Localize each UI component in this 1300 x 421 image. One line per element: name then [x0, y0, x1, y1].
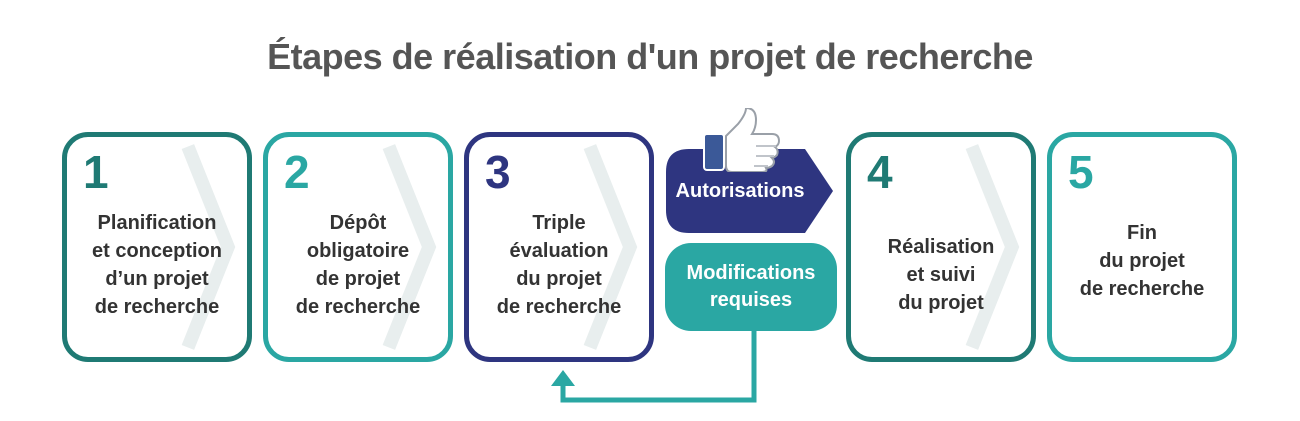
step-label: Planification et conception d’un projet … [91, 212, 222, 318]
step-label: Triple évaluation du projet de recherche [496, 212, 622, 318]
step-label: Fin du projet de recherche [1079, 222, 1205, 300]
step-4-card: 4 Réalisation et suivi du projet [846, 132, 1036, 362]
step-number: 4 [867, 146, 893, 198]
chevron-decoration-icon [181, 144, 236, 350]
step-3-card: 3 Triple évaluation du projet de recherc… [464, 132, 654, 362]
step-number: 2 [284, 146, 310, 198]
chevron-decoration-icon [583, 144, 638, 350]
step-number: 5 [1068, 146, 1094, 198]
step-number: 1 [83, 146, 109, 198]
step-2-card: 2 Dépôt obligatoire de projet de recherc… [263, 132, 453, 362]
chevron-decoration-icon [382, 144, 437, 350]
modifications-required-box: Modifications requises [665, 243, 837, 331]
step-5-card: 5 Fin du projet de recherche [1047, 132, 1237, 362]
step-label: Réalisation et suivi du projet [887, 236, 995, 314]
page-title: Étapes de réalisation d'un projet de rec… [267, 36, 1033, 77]
step-label: Dépôt obligatoire de projet de recherche [295, 212, 421, 318]
step-number: 3 [485, 146, 511, 198]
thumbs-up-icon [703, 108, 780, 172]
chevron-decoration-icon [965, 144, 1020, 350]
step-1-card: 1 Planification et conception d’un proje… [62, 132, 252, 362]
authorizations-label: Autorisations [675, 180, 805, 202]
